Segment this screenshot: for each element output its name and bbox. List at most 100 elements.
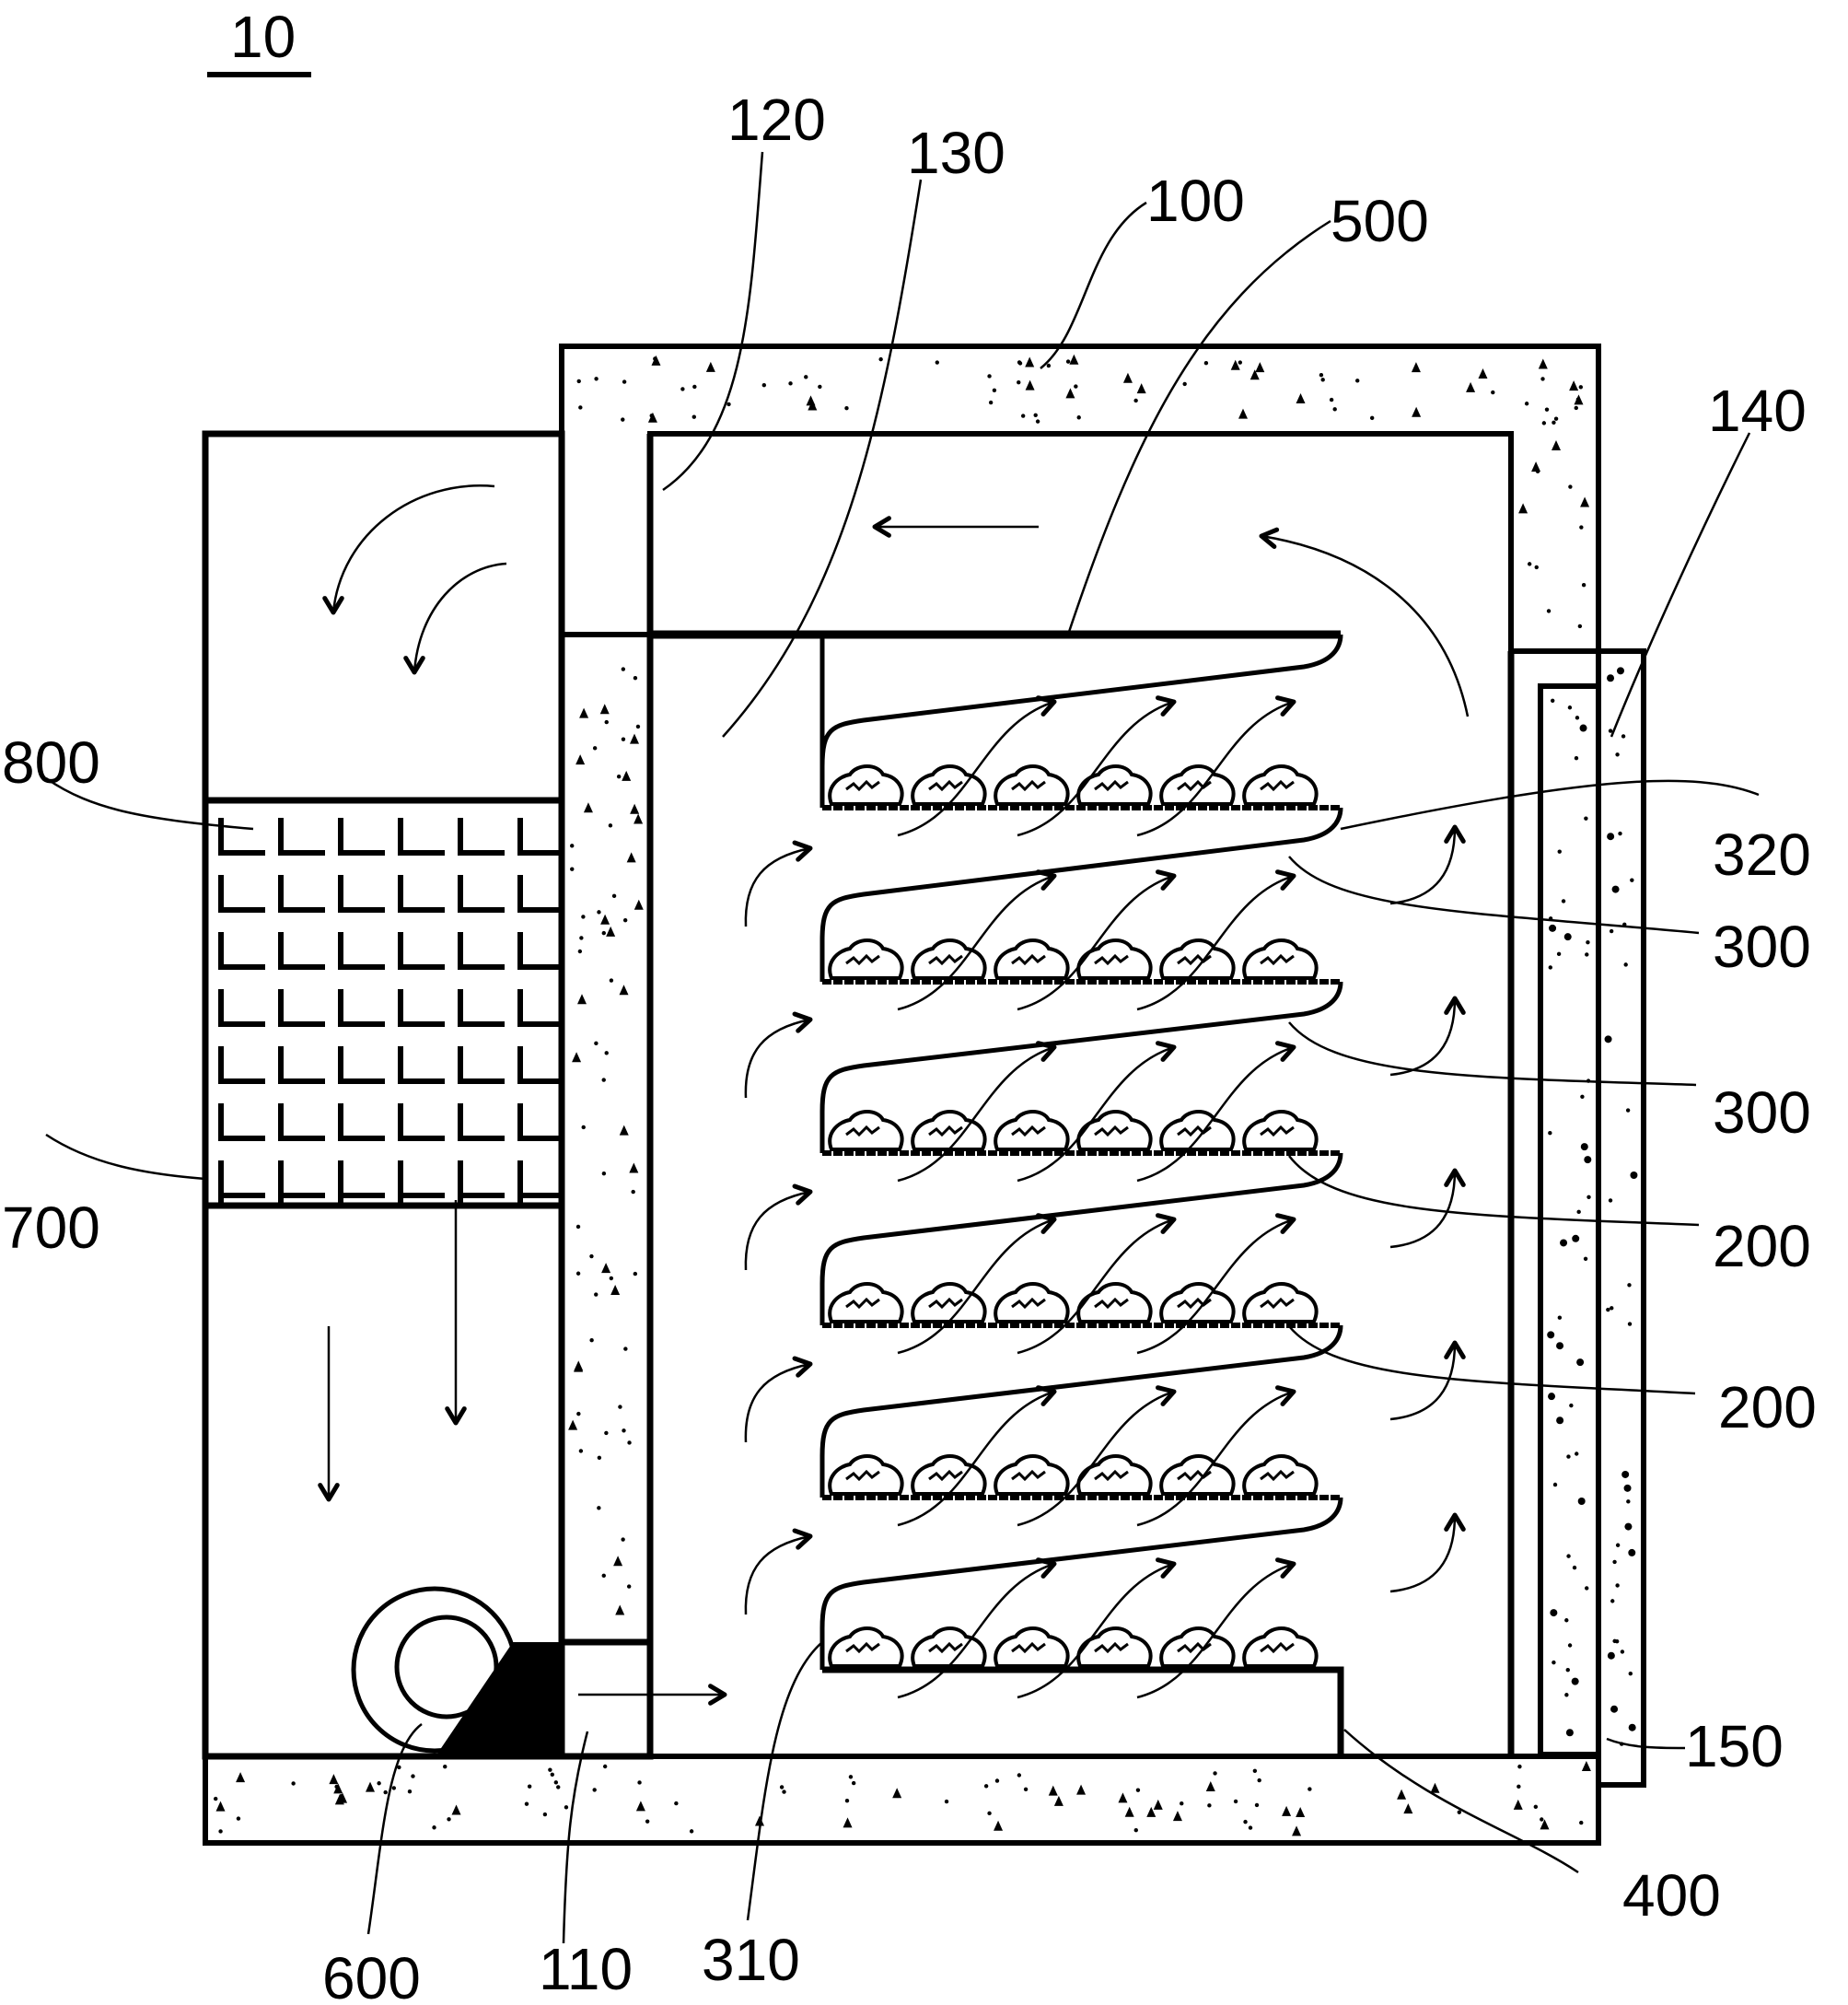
- insulation-dot: [935, 360, 939, 365]
- flow-arrow-curve: [413, 562, 507, 673]
- flow-arrow-through-tray-head: [1036, 1557, 1057, 1579]
- fin: [338, 1160, 385, 1198]
- figure-number: 10: [230, 4, 296, 70]
- leader-200b: [1288, 1325, 1696, 1395]
- insulation-dot: [1577, 624, 1583, 629]
- insulation-fleck: [1122, 372, 1133, 383]
- shell-left-column: [559, 632, 653, 1645]
- door-insulation-dot: [1618, 831, 1622, 836]
- insulation-dot: [1135, 1788, 1141, 1792]
- leader-500: [1066, 219, 1331, 635]
- insulation-fleck: [574, 1360, 584, 1371]
- fin: [398, 875, 445, 913]
- food-texture: [928, 779, 963, 792]
- insulation-dot: [1017, 1773, 1022, 1778]
- flow-arrow-return: [1261, 534, 1470, 717]
- insulation-dot: [1020, 414, 1026, 418]
- insulation-dot: [1207, 1803, 1212, 1808]
- label-100: 100: [1146, 168, 1245, 234]
- insulation-dot: [581, 915, 586, 919]
- insulation-dot: [589, 1253, 594, 1259]
- flow-arrow-through-tray: [1017, 1045, 1175, 1183]
- flow-arrow-through-tray-head: [1275, 1041, 1296, 1062]
- insulation-fleck: [635, 1801, 645, 1812]
- leader-310: [746, 1641, 823, 1921]
- heat-exchanger-frame: [202, 797, 565, 1209]
- insulation-dot: [983, 1784, 989, 1789]
- food-item: [911, 764, 987, 806]
- insulation-fleck: [994, 1820, 1004, 1831]
- insulation-fleck: [1069, 354, 1079, 365]
- door-insulation-dot: [1608, 729, 1613, 733]
- insulation-dot: [570, 844, 575, 848]
- fin: [338, 989, 385, 1027]
- insulation-dot: [692, 384, 697, 390]
- insulation-dot: [761, 382, 767, 388]
- door-insulation-dot: [1610, 1599, 1615, 1603]
- shell-top-right: [559, 344, 1601, 654]
- insulation-dot: [633, 1271, 638, 1276]
- fin: [458, 1103, 505, 1141]
- label-110: 110: [539, 1936, 633, 2002]
- flow-arrow-through-tray-head: [1156, 869, 1177, 891]
- fin: [218, 818, 265, 856]
- door-insulation-dot: [1586, 939, 1590, 945]
- food-item: [1242, 764, 1319, 806]
- insulation-dot: [788, 381, 793, 386]
- label-130: 130: [907, 120, 1005, 186]
- food-item: [1242, 1454, 1319, 1496]
- fin: [398, 1046, 445, 1084]
- insulation-fleck: [619, 985, 629, 996]
- insulation-dot: [674, 1801, 679, 1806]
- flow-arrow-through-tray-head: [1036, 869, 1057, 891]
- insulation-dot: [601, 930, 606, 936]
- insulation-dot: [1552, 420, 1556, 425]
- food-item: [994, 938, 1070, 980]
- door-insulation-dot: [1616, 667, 1624, 675]
- flow-arrow-through-tray: [1017, 1218, 1175, 1355]
- fin: [278, 989, 325, 1027]
- flow-arrow-through-tray-head: [1156, 1385, 1177, 1406]
- door-insulation-dot: [1621, 734, 1626, 739]
- insulation-dot: [1457, 1810, 1462, 1814]
- insulation-fleck: [1478, 368, 1488, 379]
- fin: [517, 932, 564, 970]
- door-insulation-dot: [1549, 924, 1557, 932]
- insulation-dot: [609, 1276, 614, 1281]
- insulation-fleck: [583, 802, 593, 813]
- insulation-fleck: [600, 914, 610, 925]
- door-insulation-dot: [1620, 1649, 1625, 1654]
- insulation-dot: [592, 746, 598, 751]
- insulation-dot: [1046, 363, 1052, 368]
- air-inlet: [558, 1638, 654, 1760]
- insulation-fleck: [1412, 406, 1422, 417]
- door-insulation-dot: [1567, 705, 1573, 710]
- flow-arrow-return-head: [1259, 527, 1280, 549]
- fan[interactable]: [351, 1586, 562, 1756]
- insulation-dot: [527, 1784, 532, 1789]
- flow-arrow-supply-head: [792, 840, 813, 862]
- fin: [218, 1103, 265, 1141]
- insulation-fleck: [622, 770, 632, 781]
- insulation-dot: [782, 1789, 786, 1794]
- insulation-dot: [432, 1825, 436, 1830]
- insulation-dot: [627, 1440, 632, 1445]
- door-insulation-dot: [1608, 1198, 1613, 1203]
- insulation-fleck: [1531, 461, 1541, 472]
- flow-arrow-through-tray: [897, 1390, 1055, 1527]
- food-texture: [928, 1641, 963, 1654]
- leader-140: [1610, 432, 1751, 738]
- door-insulation-dot: [1557, 1315, 1563, 1320]
- support-base: [822, 1666, 1344, 1756]
- door-insulation-dot: [1566, 1454, 1571, 1459]
- door-insulation-dot: [1584, 816, 1588, 821]
- door-insulation-dot: [1567, 1643, 1573, 1648]
- insulation-dot: [1308, 1787, 1312, 1791]
- insulation-dot: [564, 1805, 569, 1810]
- food-item: [828, 1454, 904, 1496]
- flow-arrow-curve-head: [322, 596, 344, 615]
- door-insulation-dot: [1560, 1239, 1568, 1247]
- food-texture: [1260, 1297, 1295, 1310]
- food-texture: [1177, 779, 1212, 792]
- door-insulation-dot: [1607, 833, 1615, 841]
